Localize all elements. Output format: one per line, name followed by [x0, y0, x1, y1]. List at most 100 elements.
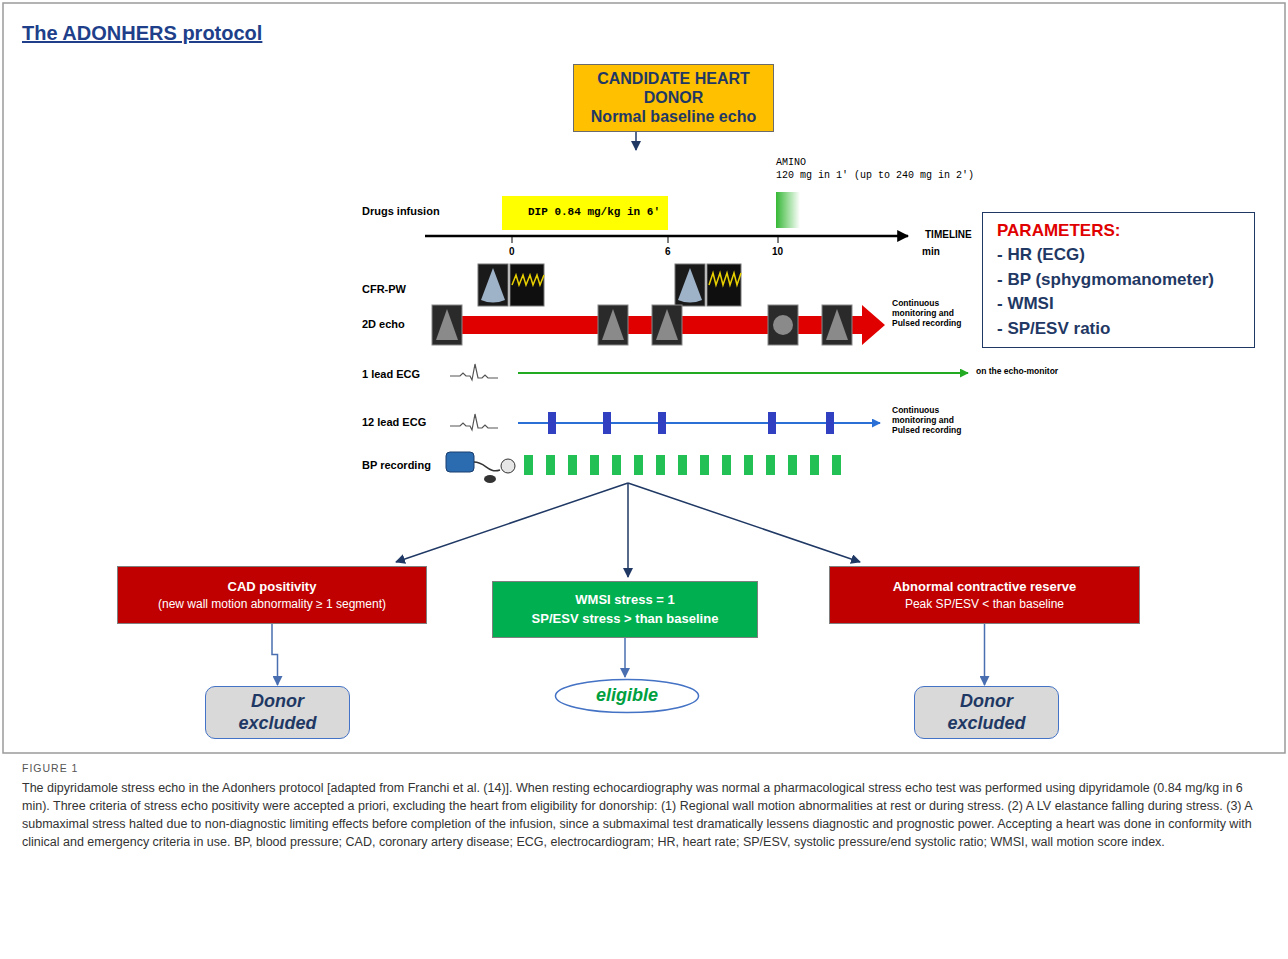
recording-mark: [656, 455, 665, 475]
recording-mark: [832, 455, 841, 475]
timeline-tick: [512, 236, 513, 243]
drug-box: DIP 0.84 mg/kg in 6': [502, 196, 668, 230]
amino-infusion-bar: [776, 192, 800, 228]
node-heading: eligible: [596, 685, 658, 707]
recording-mark: [768, 412, 776, 434]
connector-arrow: [272, 624, 278, 685]
doppler-trace: [512, 275, 544, 285]
echo-sector: [826, 309, 848, 340]
row-label: BP recording: [362, 459, 431, 472]
outcome-box: CAD positivity (new wall motion abnormali…: [117, 566, 427, 624]
axis-label: TIMELINE: [925, 229, 972, 241]
echo-sector: [602, 309, 624, 340]
recording-mark: [700, 455, 709, 475]
gauge: [501, 459, 515, 473]
axis-tick-label: 10: [772, 246, 783, 258]
decision-box: Donor excluded: [914, 686, 1059, 739]
figure-border: [3, 3, 1285, 753]
recording-mark: [546, 455, 555, 475]
outcome-arrow: [396, 483, 628, 562]
echo-sector: [481, 268, 505, 303]
echo-frame: [652, 305, 682, 345]
doppler-thumbnail: [510, 264, 544, 306]
echo-frame: [768, 305, 798, 345]
dose-label: 120 mg in 1' (up to 240 mg in 2'): [776, 170, 974, 182]
ecg-monitor-line: [518, 372, 968, 374]
outcome-box: Abnormal contractive reservePeak SP/ESV …: [829, 566, 1140, 624]
axis-tick-label: 6: [665, 246, 671, 258]
echo-monitoring-arrow: [432, 305, 885, 345]
node-heading: CANDIDATE HEART DONOR: [580, 69, 767, 107]
node-heading: CAD positivity: [228, 579, 317, 595]
recording-mark: [568, 455, 577, 475]
recording-mark: [634, 455, 643, 475]
row-label: 2D echo: [362, 318, 405, 331]
echo-frame: [598, 305, 628, 345]
cuff-tube: [474, 462, 500, 471]
echo-thumbnail: [675, 264, 705, 306]
node-text: Normal baseline echo: [591, 107, 756, 126]
ecg-icon: [450, 364, 498, 380]
note-label: on the echo-monitor: [976, 367, 1058, 377]
node-heading: Abnormal contractive reserve: [893, 579, 1077, 595]
doppler-thumbnail: [707, 264, 741, 306]
figure-number: FIGURE 1: [22, 762, 78, 774]
note-label: Continuous monitoring and Pulsed recordi…: [892, 406, 984, 435]
row-label: Drugs infusion: [362, 205, 440, 218]
decision-ellipse: eligible: [554, 678, 700, 714]
recording-mark: [810, 455, 819, 475]
echo-sector: [436, 309, 458, 340]
doppler-trace: [709, 273, 741, 285]
outcome-arrow: [628, 483, 860, 562]
node-text: - HR (ECG): [997, 245, 1085, 265]
timeline-tick: [778, 236, 779, 243]
cuff: [446, 452, 474, 472]
echo-frames: [432, 305, 852, 345]
bp-recording-marks: [524, 455, 841, 475]
recording-mark: [678, 455, 687, 475]
recording-mark: [612, 455, 621, 475]
axis-unit: min: [922, 246, 940, 258]
note-label: Continuous monitoring and Pulsed recordi…: [892, 299, 984, 328]
echo-frame: [822, 305, 852, 345]
node-heading: Donor excluded: [212, 691, 343, 734]
node-text: - BP (sphygmomanometer): [997, 270, 1214, 290]
node-text: SP/ESV stress > than baseline: [532, 611, 719, 627]
cfr-thumbnails: [478, 264, 741, 306]
node-text: - SP/ESV ratio: [997, 319, 1110, 339]
connector-arrow: [624, 638, 626, 677]
outcome-arrow: [627, 483, 629, 577]
node-text: (new wall motion abnormality ≥ 1 segment…: [158, 597, 386, 611]
drug-label: AMINO: [776, 157, 806, 169]
row-label: 1 lead ECG: [362, 368, 420, 381]
echo-sector: [656, 309, 678, 340]
bulb: [484, 475, 496, 483]
axis-tick-label: 0: [509, 246, 515, 258]
ecg-icon: [450, 414, 498, 430]
node-text: - WMSI: [997, 294, 1054, 314]
node-heading: DIP 0.84 mg/kg in 6': [528, 206, 660, 219]
ecg-recording-marks: [548, 412, 834, 434]
connector-arrow: [984, 624, 986, 685]
parameters-box: PARAMETERS:- HR (ECG)- BP (sphygmomanome…: [982, 212, 1255, 348]
node-heading: WMSI stress = 1: [575, 592, 674, 608]
start-box: CANDIDATE HEART DONORNormal baseline ech…: [573, 64, 774, 132]
outcome-box: WMSI stress = 1 SP/ESV stress > than base…: [492, 581, 758, 638]
recording-mark: [658, 412, 666, 434]
recording-mark: [524, 455, 533, 475]
recording-mark: [548, 412, 556, 434]
echo-frame: [432, 305, 462, 345]
echo-sector: [678, 268, 702, 303]
recording-mark: [590, 455, 599, 475]
decision-box: Donor excluded: [205, 686, 350, 739]
bp-cuff-icon: [446, 452, 515, 483]
row-label: CFR-PW: [362, 283, 406, 296]
node-heading: Donor excluded: [921, 691, 1052, 734]
node-text: Peak SP/ESV < than baseline: [905, 597, 1064, 611]
timeline-axis: [425, 235, 908, 238]
recording-mark: [788, 455, 797, 475]
timeline-tick: [668, 236, 669, 243]
